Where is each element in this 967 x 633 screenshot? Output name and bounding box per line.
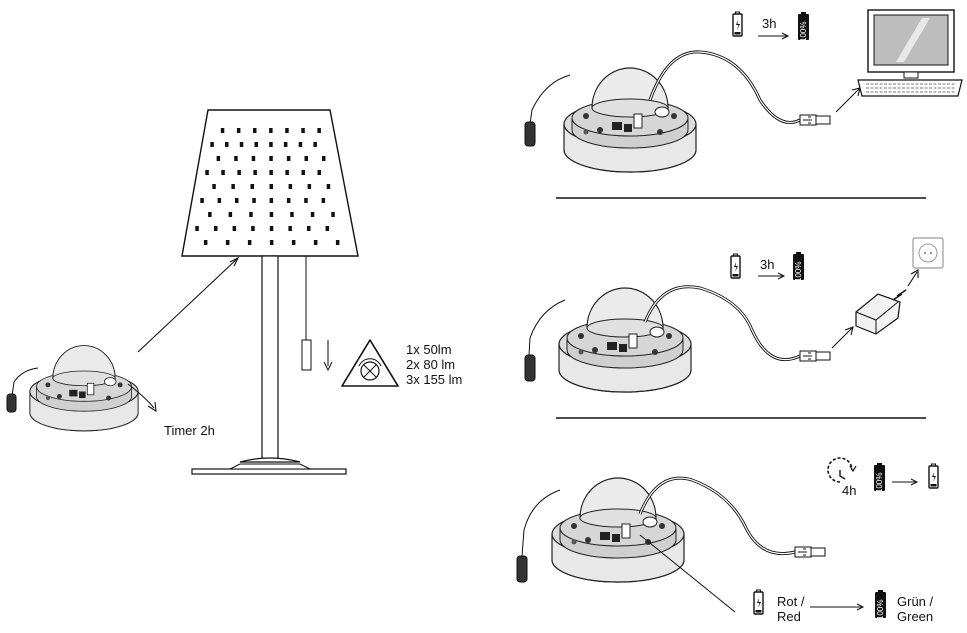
usb-power-adapter-icon (855, 289, 907, 335)
shade-hole (321, 198, 326, 203)
shade-hole (214, 226, 218, 231)
shade-hole (205, 170, 209, 175)
touch-dimmer-icon (341, 339, 399, 387)
wall-socket-icon (912, 237, 944, 269)
shade-hole (286, 156, 291, 161)
shade-hole (208, 212, 212, 217)
indicator-red-label: Rot / Red (777, 594, 805, 624)
shade-hole (313, 240, 318, 245)
shade-hole (269, 170, 273, 175)
shade-perforation (195, 128, 340, 245)
shade-hole (307, 226, 311, 231)
shade-hole (301, 128, 305, 133)
shade-hole (225, 240, 230, 245)
shade-hole (217, 198, 222, 203)
shade-hole (269, 184, 273, 189)
shade-hole (285, 128, 289, 133)
shade-hole (252, 198, 256, 203)
shade-hole (269, 212, 274, 217)
discharge-duration: 4h (842, 483, 857, 498)
shade-hole (283, 142, 288, 147)
shade-hole (212, 184, 216, 189)
shade-hole (231, 184, 235, 189)
shade-hole (269, 156, 273, 161)
charge-pc-duration: 3h (762, 16, 777, 31)
charge-adapter-duration: 3h (760, 257, 775, 272)
shade-hole (304, 156, 308, 161)
shade-hole (304, 198, 308, 203)
shade-hole (235, 198, 239, 203)
brightness-level-3: 3x 155 lm (406, 372, 463, 387)
shade-hole (253, 128, 257, 133)
shade-hole (291, 240, 296, 245)
shade-hole (269, 240, 274, 245)
shade-hole (286, 198, 291, 203)
shade-hole (290, 212, 294, 217)
shade-hole (269, 142, 273, 147)
shade-hole (269, 226, 274, 231)
shade-hole (313, 142, 317, 147)
shade-hole (285, 170, 289, 175)
shade-hole (317, 170, 321, 175)
shade-hole (195, 226, 199, 231)
battery-full-text-2: 100% (794, 262, 803, 282)
shade-hole (232, 226, 237, 231)
shade-hole (251, 226, 255, 231)
shade-hole (269, 128, 273, 133)
shade-hole (326, 184, 331, 189)
shade-hole (254, 142, 258, 147)
brightness-level-2: 2x 80 lm (406, 357, 456, 372)
charge-via-adapter-panel (524, 237, 944, 393)
shade-hole (250, 184, 254, 189)
shade-hole (249, 212, 253, 217)
shade-hole (301, 170, 305, 175)
clock-icon (827, 457, 857, 483)
battery-full-text-3: 100% (875, 473, 884, 493)
shade-hole (269, 198, 274, 203)
shade-hole (210, 142, 214, 147)
operation-panel (516, 457, 939, 618)
shade-hole (335, 240, 340, 245)
shade-hole (253, 170, 257, 175)
shade-hole (203, 240, 208, 245)
table-lamp (181, 109, 359, 475)
shade-hole (239, 142, 244, 147)
shade-hole (221, 170, 225, 175)
lamp-base-module (6, 345, 139, 432)
shade-hole (234, 156, 238, 161)
brightness-levels: 1x 50lm 2x 80 lm 3x 155 lm (406, 342, 462, 387)
shade-hole (251, 156, 256, 161)
shade-hole (298, 142, 303, 147)
shade-hole (228, 212, 233, 217)
shade-hole (317, 128, 321, 133)
shade-hole (288, 184, 293, 189)
battery-full-text-4: 100% (876, 600, 885, 620)
shade-hole (310, 212, 315, 217)
charge-via-computer-panel (524, 9, 963, 173)
shade-hole (325, 226, 330, 231)
shade-hole (200, 198, 204, 203)
battery-full-text-1: 100% (799, 22, 808, 42)
shade-hole (216, 156, 221, 161)
shade-hole (236, 128, 241, 133)
shade-hole (331, 212, 335, 217)
computer-icon (857, 9, 963, 97)
shade-hole (288, 226, 292, 231)
brightness-level-1: 1x 50lm (406, 342, 452, 357)
timer-label: Timer 2h (164, 423, 215, 438)
shade-hole (307, 184, 312, 189)
shade-hole (322, 156, 326, 161)
indicator-green-label: Grün / Green (897, 594, 934, 624)
shade-hole (225, 142, 229, 147)
shade-hole (247, 240, 252, 245)
shade-hole (237, 170, 241, 175)
shade-hole (220, 128, 225, 133)
